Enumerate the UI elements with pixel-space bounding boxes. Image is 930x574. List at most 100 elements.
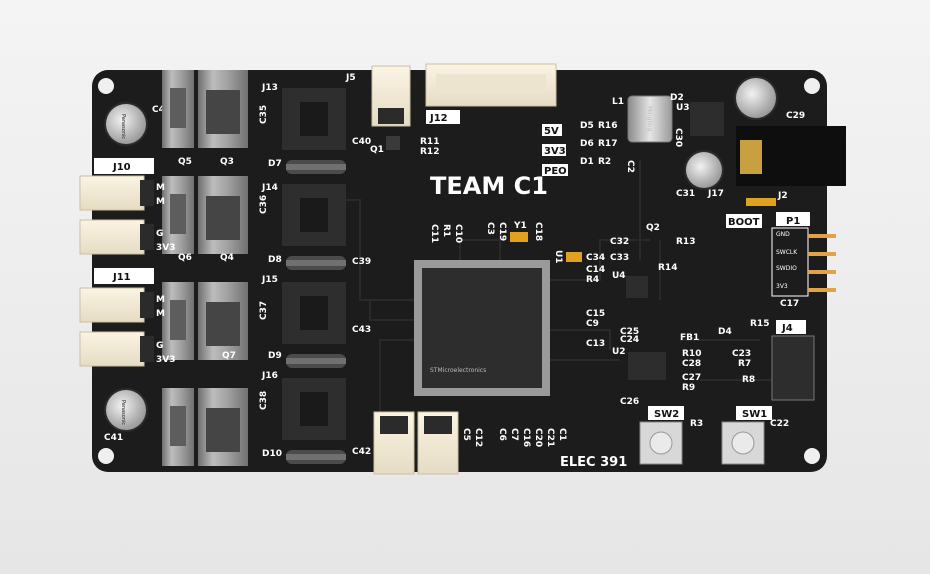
label-box-5v [542, 124, 562, 136]
ref-c21: C21 [545, 428, 555, 447]
socket-j13 [282, 88, 346, 150]
traces [300, 160, 780, 420]
ref-q7: Q7 [222, 351, 236, 361]
ref-c40: C40 [352, 137, 371, 147]
pin-m2: M [156, 197, 165, 207]
label-box-j11 [94, 268, 154, 284]
ref-d2: D2 [670, 93, 684, 103]
pin-g1: G [156, 229, 163, 239]
diode-d10 [286, 450, 346, 464]
label-box-peo [542, 164, 568, 176]
label-box-p1 [776, 212, 810, 226]
ref-c24: C24 [620, 335, 639, 345]
ref-c14: C14 [586, 265, 605, 275]
label-box-3v3 [542, 144, 566, 156]
ref-c10: C10 [453, 224, 463, 243]
ref-d6: D6 [580, 139, 594, 149]
ref-d1: D1 [580, 157, 594, 167]
ref-c12: C12 [473, 428, 483, 447]
button-sw2[interactable] [639, 421, 683, 465]
connector-bottom-a [373, 411, 415, 475]
ref-r3: R3 [690, 419, 703, 429]
ref-c29: C29 [786, 111, 805, 121]
pin-m1: M [156, 183, 165, 193]
diode-d9 [286, 354, 346, 368]
ref-r17: R17 [598, 139, 617, 149]
ref-c34: C34 [586, 253, 605, 263]
ref-c31: C31 [676, 189, 695, 199]
ref-j14: J14 [261, 183, 278, 193]
label-j10: J10 [112, 162, 131, 173]
ref-c32: C32 [610, 237, 629, 247]
ref-r7: R7 [738, 359, 751, 369]
connector-j11a [79, 287, 154, 323]
connector-bottom-b [417, 411, 459, 475]
crystal-y1 [510, 232, 528, 242]
mcu-marking: STMicroelectronics [430, 367, 486, 374]
capacitor-c29 [734, 76, 778, 120]
ref-q3: Q3 [220, 157, 234, 167]
mosfet-q3 [198, 70, 248, 148]
ref-c22: C22 [770, 419, 789, 429]
ref-r14: R14 [658, 263, 677, 273]
button-sw1[interactable] [721, 421, 765, 465]
mosfet-q7 [198, 282, 248, 360]
ref-c16: C16 [521, 428, 531, 447]
ref-c36: C36 [259, 195, 269, 214]
ref-c30: C30 [673, 128, 683, 147]
ref-d10: D10 [262, 449, 282, 459]
ref-c5: C5 [461, 428, 471, 441]
ref-r8: R8 [742, 375, 755, 385]
ref-r2: R2 [598, 157, 611, 167]
label-3v3: 3V3 [544, 146, 566, 157]
label-box-j12 [426, 110, 460, 124]
ref-q6: Q6 [178, 253, 192, 263]
connector-j12 [425, 63, 557, 107]
mcu-u1 [422, 268, 542, 388]
mount-hole-br [804, 448, 820, 464]
ref-q5: Q5 [178, 157, 192, 167]
ref-r15: R15 [750, 319, 769, 329]
ref-j17: J17 [707, 189, 724, 199]
mosfet-q9 [162, 388, 194, 466]
regulator-u3 [690, 102, 724, 136]
ref-q1: Q1 [370, 145, 384, 155]
ref-j5: J5 [345, 73, 356, 83]
connector-j5 [371, 65, 411, 127]
ref-u1: U1 [553, 250, 563, 264]
swd-header-pins [808, 234, 836, 292]
mosfet-q8 [162, 282, 194, 360]
ref-j16: J16 [261, 371, 278, 381]
ref-d4: D4 [718, 327, 732, 337]
label-box-boot [726, 214, 762, 228]
ref-r10: R10 [682, 349, 701, 359]
boot-jumper [746, 198, 776, 206]
transistor-q1 [386, 136, 400, 150]
connector-j10b [79, 219, 154, 255]
ref-c1: C1 [557, 428, 567, 441]
mount-hole-bl [98, 448, 114, 464]
ref-r13: R13 [676, 237, 695, 247]
ref-c43: C43 [352, 325, 371, 335]
capacitor-c4: Panasonic [104, 102, 148, 146]
ref-c27: C27 [682, 373, 701, 383]
mosfet-q10 [198, 388, 248, 466]
socket-j15 [282, 282, 346, 344]
socket-j14 [282, 184, 346, 246]
label-box-j10 [94, 158, 154, 174]
ref-c33: C33 [610, 253, 629, 263]
p1-pin-3v3: 3V3 [776, 283, 788, 290]
label-box-sw2 [648, 406, 684, 420]
pin-m4: M [156, 309, 165, 319]
ref-c25: C25 [620, 327, 639, 337]
connector-j11b [79, 331, 154, 367]
ref-u2: U2 [612, 347, 626, 357]
label-boot: BOOT [728, 217, 760, 228]
ref-c41: C41 [104, 433, 123, 443]
label-sw1: SW1 [742, 409, 767, 420]
diode-d8 [286, 256, 346, 270]
mosfet-q6 [162, 176, 194, 254]
label-peo: PEO [544, 166, 567, 177]
mosfet-q4 [198, 176, 248, 254]
ref-c26: C26 [620, 397, 639, 407]
